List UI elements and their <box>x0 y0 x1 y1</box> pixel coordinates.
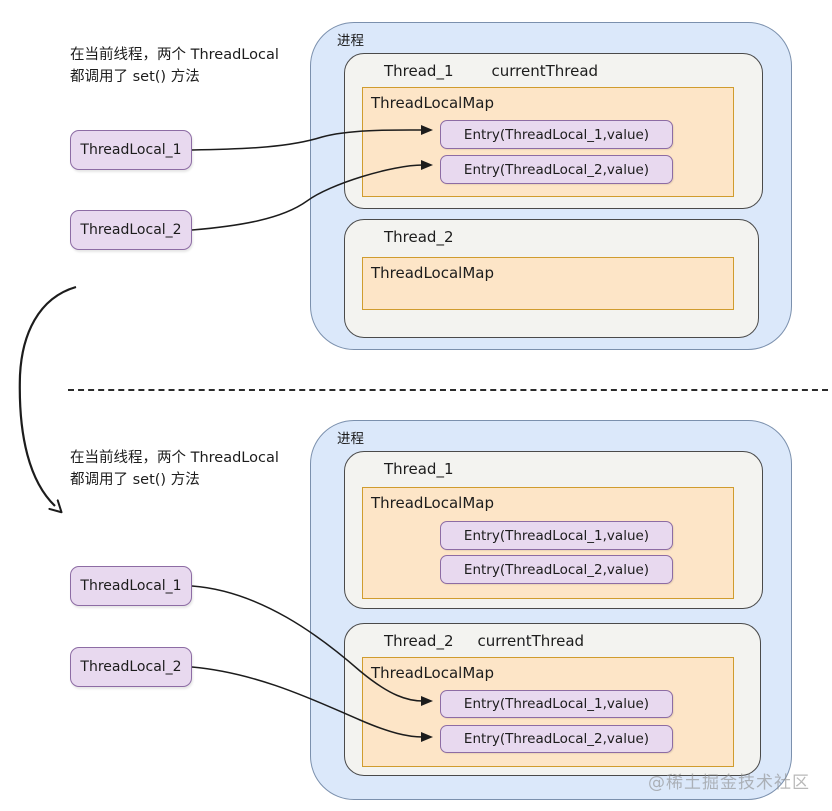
thread1-name-top: Thread_1 <box>384 62 454 80</box>
annotation-bottom-line2: 都调用了 set() 方法 <box>70 472 200 488</box>
thread2-box-top: Thread_2 ThreadLocalMap <box>344 219 759 338</box>
thread1-box-top: Thread_1 currentThread ThreadLocalMap Ent… <box>344 53 763 209</box>
thread2-box-bottom: Thread_2 currentThread ThreadLocalMap Ent… <box>344 623 761 776</box>
threadlocal-1-label-top: ThreadLocal_1 <box>80 142 182 158</box>
threadlocal-1-node-bottom: ThreadLocal_1 <box>70 566 192 606</box>
arrow-state-transition <box>18 285 77 514</box>
thread1-current-badge-top: currentThread <box>491 62 599 80</box>
threadlocal-2-node-top: ThreadLocal_2 <box>70 210 192 250</box>
annotation-top-line1: 在当前线程，两个 ThreadLocal <box>70 47 279 63</box>
thread1-name-bottom: Thread_1 <box>384 460 454 478</box>
watermark: @稀土掘金技术社区 <box>648 773 810 793</box>
threadlocalmap-bottom-thread2: ThreadLocalMap Entry(ThreadLocal_1,value… <box>362 657 734 767</box>
threadlocalmap-label-top-thread1: ThreadLocalMap <box>371 94 494 112</box>
threadlocal-2-label-top: ThreadLocal_2 <box>80 222 182 238</box>
process-label-top: 进程 <box>337 33 364 49</box>
threadlocal-2-label-bottom: ThreadLocal_2 <box>80 659 182 675</box>
entry-node: Entry(ThreadLocal_2,value) <box>440 555 673 584</box>
thread1-title-bottom: Thread_1 <box>384 460 454 478</box>
thread2-current-badge-bottom: currentThread <box>477 632 585 650</box>
annotation-top-line2: 都调用了 set() 方法 <box>70 69 200 85</box>
process-box-top: 进程 Thread_1 currentThread ThreadLocalMap … <box>310 22 792 350</box>
thread2-title-top: Thread_2 <box>384 228 454 246</box>
threadlocalmap-label-top-thread2: ThreadLocalMap <box>371 264 494 282</box>
threadlocal-1-node-top: ThreadLocal_1 <box>70 130 192 170</box>
annotation-bottom-line1: 在当前线程，两个 ThreadLocal <box>70 450 279 466</box>
thread2-name-bottom: Thread_2 <box>384 632 454 650</box>
annotation-top: 在当前线程，两个 ThreadLocal 都调用了 set() 方法 <box>70 44 279 88</box>
process-label-bottom: 进程 <box>337 431 364 447</box>
threadlocalmap-top-thread2: ThreadLocalMap <box>362 257 734 310</box>
threadlocalmap-label-bottom-thread2: ThreadLocalMap <box>371 664 494 682</box>
entry-node: Entry(ThreadLocal_2,value) <box>440 155 673 184</box>
thread2-name-top: Thread_2 <box>384 228 454 246</box>
threadlocal-1-label-bottom: ThreadLocal_1 <box>80 578 182 594</box>
annotation-bottom: 在当前线程，两个 ThreadLocal 都调用了 set() 方法 <box>70 447 279 491</box>
entry-node: Entry(ThreadLocal_1,value) <box>440 690 673 718</box>
entry-node: Entry(ThreadLocal_2,value) <box>440 725 673 753</box>
process-box-bottom: 进程 Thread_1 ThreadLocalMap Entry(ThreadL… <box>310 420 792 800</box>
threadlocal-2-node-bottom: ThreadLocal_2 <box>70 647 192 687</box>
section-divider-dashed <box>68 389 828 391</box>
threadlocalmap-bottom-thread1: ThreadLocalMap Entry(ThreadLocal_1,value… <box>362 487 734 599</box>
thread2-title-bottom: Thread_2 currentThread <box>384 632 584 650</box>
thread1-box-bottom: Thread_1 ThreadLocalMap Entry(ThreadLoca… <box>344 451 763 609</box>
threadlocalmap-top-thread1: ThreadLocalMap Entry(ThreadLocal_1,value… <box>362 87 734 197</box>
entry-node: Entry(ThreadLocal_1,value) <box>440 521 673 550</box>
entry-node: Entry(ThreadLocal_1,value) <box>440 120 673 149</box>
thread1-title-top: Thread_1 currentThread <box>384 62 598 80</box>
threadlocalmap-label-bottom-thread1: ThreadLocalMap <box>371 494 494 512</box>
